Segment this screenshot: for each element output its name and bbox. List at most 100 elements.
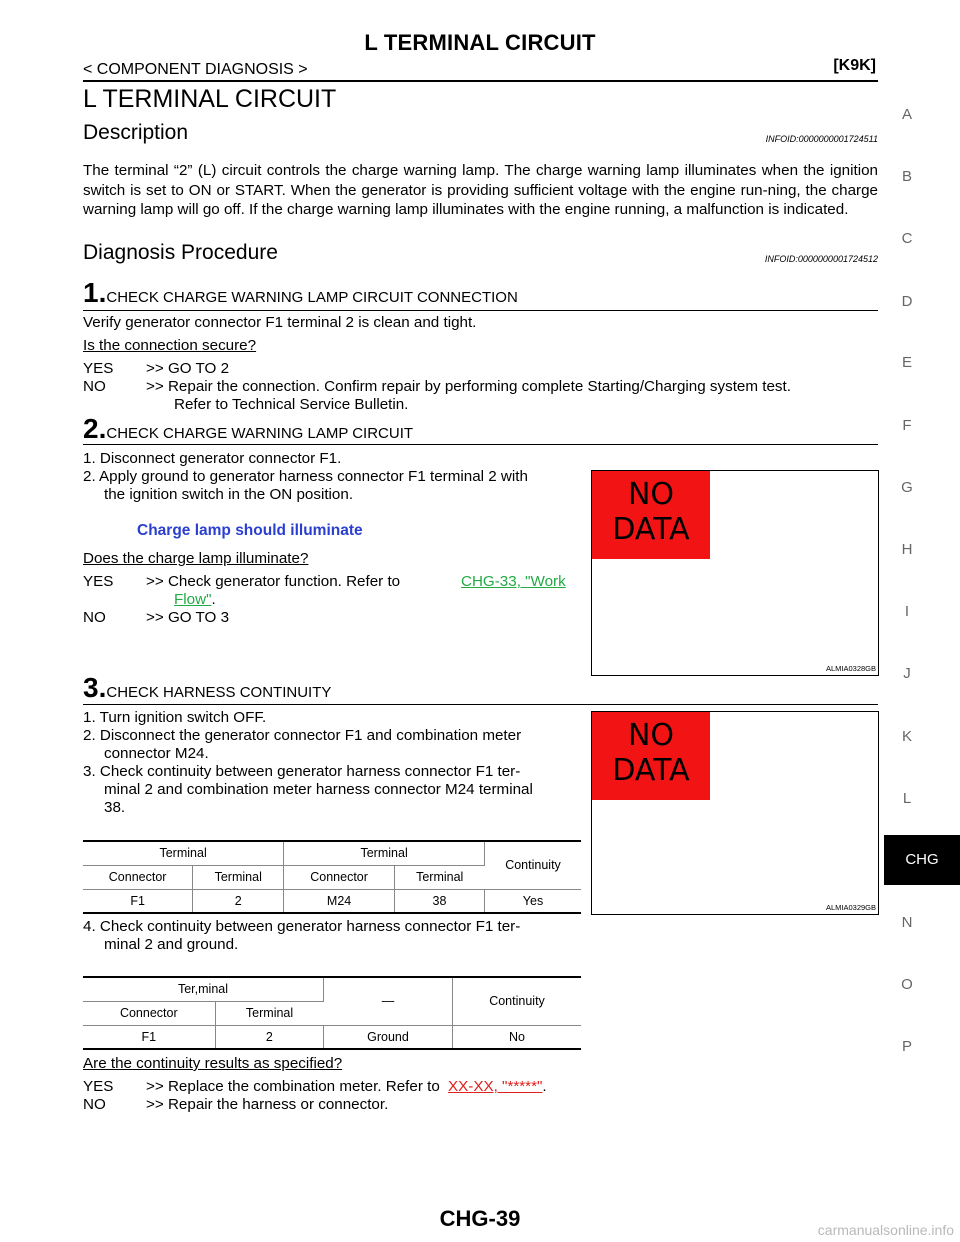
- page-header-title: L TERMINAL CIRCUIT: [364, 30, 596, 55]
- side-index-g[interactable]: G: [901, 479, 913, 496]
- step3-item-1: 1. Turn ignition switch OFF.: [83, 709, 267, 726]
- step1-no: NO >> Repair the connection. Confirm repa…: [83, 377, 878, 396]
- step2-title: CHECK CHARGE WARNING LAMP CIRCUIT: [106, 425, 414, 442]
- step1-yes: YES >> GO TO 2: [83, 359, 229, 378]
- step2-rule: [83, 444, 878, 445]
- step1-heading: 1.CHECK CHARGE WARNING LAMP CIRCUIT CONN…: [83, 277, 518, 309]
- step2-question: Does the charge lamp illuminate?: [83, 550, 309, 567]
- step1-rule: [83, 310, 878, 311]
- side-index-i[interactable]: I: [904, 603, 910, 620]
- side-index-l[interactable]: L: [902, 790, 912, 807]
- page-number: CHG-39: [439, 1206, 521, 1231]
- figure-code: ALMIA0329GB: [825, 903, 876, 912]
- meter-reference-link[interactable]: XX-XX, "*****": [448, 1078, 543, 1095]
- header-rule: [83, 80, 878, 82]
- step2-item-2-cont: the ignition switch in the ON position.: [104, 486, 354, 503]
- step3-item-3: 3. Check continuity between generator ha…: [83, 763, 521, 780]
- side-index-b[interactable]: B: [901, 168, 912, 185]
- side-index-o[interactable]: O: [901, 976, 913, 993]
- watermark: carmanualsonline.info: [817, 1222, 954, 1238]
- step1-no-text-2: Refer to Technical Service Bulletin.: [174, 396, 409, 413]
- step3-rule: [83, 704, 878, 705]
- table-row: F1 2 Ground No: [83, 1025, 581, 1049]
- table-header: Terminal: [394, 865, 485, 890]
- no-key: NO: [83, 378, 106, 395]
- step2-item-1: 1. Disconnect generator connector F1.: [83, 450, 342, 467]
- no-key: NO: [83, 1096, 106, 1113]
- step1-text: Verify generator connector F1 terminal 2…: [83, 314, 477, 331]
- step2-yes-text: >> Check generator function. Refer to: [146, 573, 401, 590]
- table-continuity-header: Continuity: [484, 841, 581, 890]
- step3-no: NO >> Repair the harness or connector.: [83, 1095, 388, 1114]
- table-continuity-header: Continuity: [452, 977, 581, 1026]
- continuity-table-2: Ter,minal — Continuity Connector Termina…: [83, 976, 581, 1050]
- side-index-e[interactable]: E: [901, 354, 912, 371]
- step2-number: 2.: [83, 413, 107, 444]
- step2-yes-cont: Flow".: [174, 591, 216, 608]
- side-index-k[interactable]: K: [901, 728, 912, 745]
- step1-question: Is the connection secure?: [83, 337, 257, 354]
- description-text: The terminal “2” (L) circuit controls th…: [83, 162, 878, 218]
- section-label: < COMPONENT DIAGNOSIS >: [83, 61, 308, 78]
- side-index-a[interactable]: A: [901, 106, 912, 123]
- step3-yes-text: >> Replace the combination meter. Refer …: [146, 1078, 440, 1095]
- step1-number: 1.: [83, 277, 107, 308]
- step3-yes: YES >> Replace the combination meter. Ref…: [83, 1078, 547, 1095]
- table-header: Terminal: [215, 1001, 324, 1026]
- diagnosis-heading: Diagnosis Procedure: [83, 241, 278, 264]
- table-row: F1 2 M24 38 Yes: [83, 889, 581, 913]
- step2-yes: YES >> Check generator function. Refer to: [83, 572, 400, 591]
- step3-heading: 3.CHECK HARNESS CONTINUITY: [83, 672, 331, 704]
- step3-item-4: 4. Check continuity between generator ha…: [83, 918, 521, 935]
- step3-item-2: 2. Disconnect the generator connector F1…: [83, 727, 522, 744]
- table-header: Connector: [283, 865, 395, 890]
- step3-question: Are the continuity results as specified?: [83, 1055, 343, 1072]
- step2-no: NO >> GO TO 3: [83, 608, 229, 627]
- step3-item-4-cont: minal 2 and ground.: [104, 936, 239, 953]
- side-index-f[interactable]: F: [902, 417, 912, 434]
- step3-item-3-cont: minal 2 and combination meter harness co…: [104, 781, 533, 798]
- table-group-header: Ter,minal: [83, 977, 324, 1002]
- step3-item-2-cont: connector M24.: [104, 745, 209, 762]
- yes-key: YES: [83, 573, 114, 590]
- table-dash-header: —: [323, 977, 453, 1026]
- figure-code: ALMIA0328GB: [825, 664, 876, 673]
- main-title: L TERMINAL CIRCUIT: [83, 85, 337, 113]
- description-infoid: INFOID:0000000001724511: [765, 134, 878, 144]
- table-group-header: Terminal: [283, 841, 485, 866]
- no-data-image: NO DATA: [592, 471, 710, 559]
- figure-almia0329gb: NO DATA ALMIA0329GB: [591, 711, 879, 915]
- step1-title: CHECK CHARGE WARNING LAMP CIRCUIT CONNEC…: [106, 289, 518, 306]
- step2-no-text: >> GO TO 3: [146, 609, 230, 626]
- table-header: Connector: [83, 865, 194, 890]
- side-index-h[interactable]: H: [901, 541, 913, 558]
- work-flow-link[interactable]: CHG-33, "Work: [461, 573, 566, 590]
- side-index-n[interactable]: N: [901, 914, 913, 931]
- figure-almia0328gb: NO DATA ALMIA0328GB: [591, 470, 879, 676]
- side-index-p[interactable]: P: [901, 1038, 912, 1055]
- step3-no-text: >> Repair the harness or connector.: [146, 1096, 389, 1113]
- side-tab-chg[interactable]: CHG: [884, 835, 960, 885]
- side-index-j[interactable]: J: [903, 665, 911, 682]
- continuity-table-1: Terminal Terminal Continuity Connector T…: [83, 840, 581, 914]
- step1-yes-text: >> GO TO 2: [146, 360, 230, 377]
- table-group-header: Terminal: [83, 841, 285, 866]
- work-flow-link-cont[interactable]: Flow": [174, 591, 212, 608]
- yes-key: YES: [83, 1078, 114, 1095]
- step3-number: 3.: [83, 672, 107, 703]
- no-data-image: NO DATA: [592, 712, 710, 800]
- engine-label: [K9K]: [833, 57, 876, 74]
- no-key: NO: [83, 609, 106, 626]
- yes-key: YES: [83, 360, 114, 377]
- step2-heading: 2.CHECK CHARGE WARNING LAMP CIRCUIT: [83, 413, 413, 445]
- step3-title: CHECK HARNESS CONTINUITY: [106, 684, 332, 701]
- side-index-d[interactable]: D: [901, 293, 913, 310]
- table-header: Connector: [83, 1001, 216, 1026]
- step3-item-3-cont-2: 38.: [104, 799, 126, 816]
- description-heading: Description: [83, 121, 189, 144]
- step2-note: Charge lamp should illuminate: [137, 522, 363, 539]
- diagnosis-infoid: INFOID:0000000001724512: [764, 254, 878, 264]
- side-index-c[interactable]: C: [901, 230, 913, 247]
- table-header: Terminal: [192, 865, 285, 890]
- step1-no-text: >> Repair the connection. Confirm repair…: [146, 378, 791, 395]
